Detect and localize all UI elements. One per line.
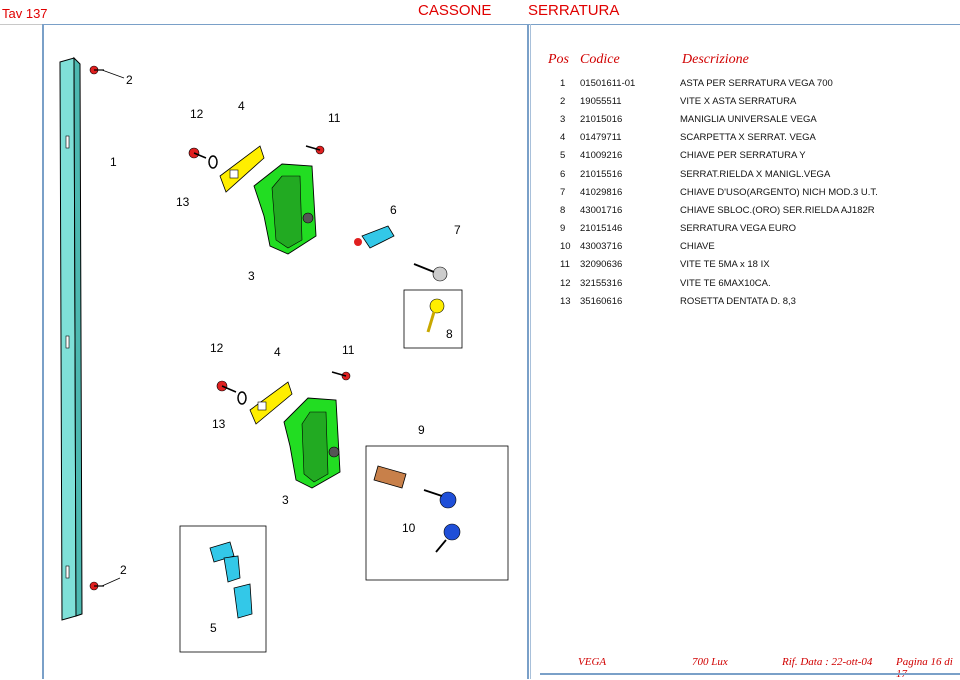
table-row: 11 32090636 VITE TE 5MA x 18 IX <box>540 256 955 274</box>
cell-code: 35160616 <box>580 295 623 307</box>
table-row: 12 32155316 VITE TE 6MAX10CA. <box>540 274 955 292</box>
label-6: 6 <box>390 203 397 217</box>
cell-pos: 12 <box>560 277 571 289</box>
label-10: 10 <box>402 521 416 535</box>
label-7: 7 <box>454 223 461 237</box>
table-row: 9 21015146 SERRATURA VEGA EURO <box>540 220 955 238</box>
cell-desc: ASTA PER SERRATURA VEGA 700 <box>680 77 833 89</box>
key-inset-box <box>403 289 463 349</box>
table-row: 10 43003716 CHIAVE <box>540 238 955 256</box>
label-8: 8 <box>446 327 453 341</box>
cell-pos: 4 <box>560 132 566 144</box>
gold-key-icon <box>426 298 445 333</box>
label-9: 9 <box>418 423 425 437</box>
cell-pos: 5 <box>560 150 566 162</box>
cell-pos: 8 <box>560 204 566 216</box>
label-1: 1 <box>110 155 117 169</box>
cell-desc: VITE X ASTA SERRATURA <box>680 95 797 107</box>
cell-pos: 13 <box>560 295 571 307</box>
cell-code: 01479711 <box>580 132 622 144</box>
cell-pos: 9 <box>560 223 566 235</box>
page-tab-label: Tav 137 <box>2 6 48 21</box>
table-row: 6 21015516 SERRAT.RIELDA X MANIGL.VEGA <box>540 165 955 183</box>
footer-model: VEGA <box>578 656 607 668</box>
label-4-top: 4 <box>238 99 245 113</box>
label-2-bottom: 2 <box>120 563 127 577</box>
label-11-top: 11 <box>328 111 341 125</box>
cell-desc: SERRATURA VEGA EURO <box>680 223 796 235</box>
cell-code: 01501611-01 <box>580 77 636 89</box>
table-row: 2 19055511 VITE X ASTA SERRATURA <box>540 92 955 110</box>
column-header-pos: Pos <box>548 52 569 67</box>
cell-desc: CHIAVE PER SERRATURA Y <box>680 150 806 162</box>
label-11-bottom: 11 <box>342 343 355 357</box>
label-3-top: 3 <box>248 269 255 283</box>
footer-divider <box>540 673 960 675</box>
table-row: 8 43001716 CHIAVE SBLOC.(ORO) SER.RIELDA A… <box>540 201 955 219</box>
cell-desc: SCARPETTA X SERRAT. VEGA <box>680 132 816 144</box>
cell-desc: SERRAT.RIELDA X MANIGL.VEGA <box>680 168 831 180</box>
cell-pos: 1 <box>560 77 566 89</box>
cell-desc: ROSETTA DENTATA D. 8,3 <box>680 295 796 307</box>
cell-code: 43001716 <box>580 204 623 216</box>
parts-drawing: 1 2 2 3 3 4 4 5 6 7 8 9 10 11 11 12 12 1… <box>59 56 509 653</box>
column-header-code: Codice <box>580 52 620 67</box>
rod-part <box>59 56 83 621</box>
table-row: 13 35160616 ROSETTA DENTATA D. 8,3 <box>540 292 955 310</box>
cell-code: 43003716 <box>580 241 623 253</box>
section-title: CASSONE <box>418 2 492 19</box>
page-frame <box>42 24 960 679</box>
screw-icon <box>89 65 104 591</box>
label-13-bottom: 13 <box>212 417 226 431</box>
y-key-icon <box>209 541 253 619</box>
cell-code: 21015016 <box>580 113 623 125</box>
footer-page-number: Pagina 16 di 17 <box>896 656 953 680</box>
cell-pos: 10 <box>560 241 571 253</box>
euro-lock-inset-box <box>365 445 509 581</box>
lower-lock-assembly <box>216 371 351 489</box>
label-12-top: 12 <box>190 107 204 121</box>
cell-desc: CHIAVE D'USO(ARGENTO) NICH MOD.3 U.T. <box>680 186 878 198</box>
label-2-top: 2 <box>126 73 133 87</box>
upper-lock-assembly <box>188 145 448 282</box>
frame-divider <box>527 24 529 679</box>
cell-desc: CHIAVE <box>680 241 715 253</box>
table-row: 3 21015016 MANIGLIA UNIVERSALE VEGA <box>540 110 955 128</box>
subsection-title: SERRATURA <box>528 2 620 19</box>
cell-pos: 6 <box>560 168 566 180</box>
label-13-top: 13 <box>176 195 190 209</box>
cell-pos: 7 <box>560 186 566 198</box>
table-row: 7 41029816 CHIAVE D'USO(ARGENTO) NICH MOD.… <box>540 183 955 201</box>
cell-code: 19055511 <box>580 95 622 107</box>
cell-code: 41009216 <box>580 150 623 162</box>
footer-ref-date: Rif. Data : 22-ott-04 <box>782 656 873 668</box>
y-key-inset-box <box>179 525 267 653</box>
cell-desc: MANIGLIA UNIVERSALE VEGA <box>680 113 817 125</box>
cell-code: 32155316 <box>580 277 623 289</box>
cell-pos: 3 <box>560 113 566 125</box>
label-5: 5 <box>210 621 217 635</box>
cell-desc: CHIAVE SBLOC.(ORO) SER.RIELDA AJ182R <box>680 204 875 216</box>
label-3-bottom: 3 <box>282 493 289 507</box>
table-row: 4 01479711 SCARPETTA X SERRAT. VEGA <box>540 129 955 147</box>
cell-pos: 11 <box>560 259 570 271</box>
frame-divider-inner <box>530 24 531 679</box>
label-4-bottom: 4 <box>274 345 281 359</box>
cell-code: 21015516 <box>580 168 623 180</box>
cell-code: 21015146 <box>580 223 623 235</box>
euro-lock-icon <box>373 465 461 553</box>
footer-version: 700 Lux <box>692 656 728 668</box>
table-row: 5 41009216 CHIAVE PER SERRATURA Y <box>540 147 955 165</box>
label-12-bottom: 12 <box>210 341 224 355</box>
cell-pos: 2 <box>560 95 566 107</box>
cell-code: 41029816 <box>580 186 623 198</box>
cell-desc: VITE TE 6MAX10CA. <box>680 277 771 289</box>
column-header-description: Descrizione <box>682 52 749 67</box>
cell-code: 32090636 <box>580 259 623 271</box>
cell-desc: VITE TE 5MA x 18 IX <box>680 259 770 271</box>
table-row: 1 01501611-01 ASTA PER SERRATURA VEGA 700 <box>540 74 955 92</box>
